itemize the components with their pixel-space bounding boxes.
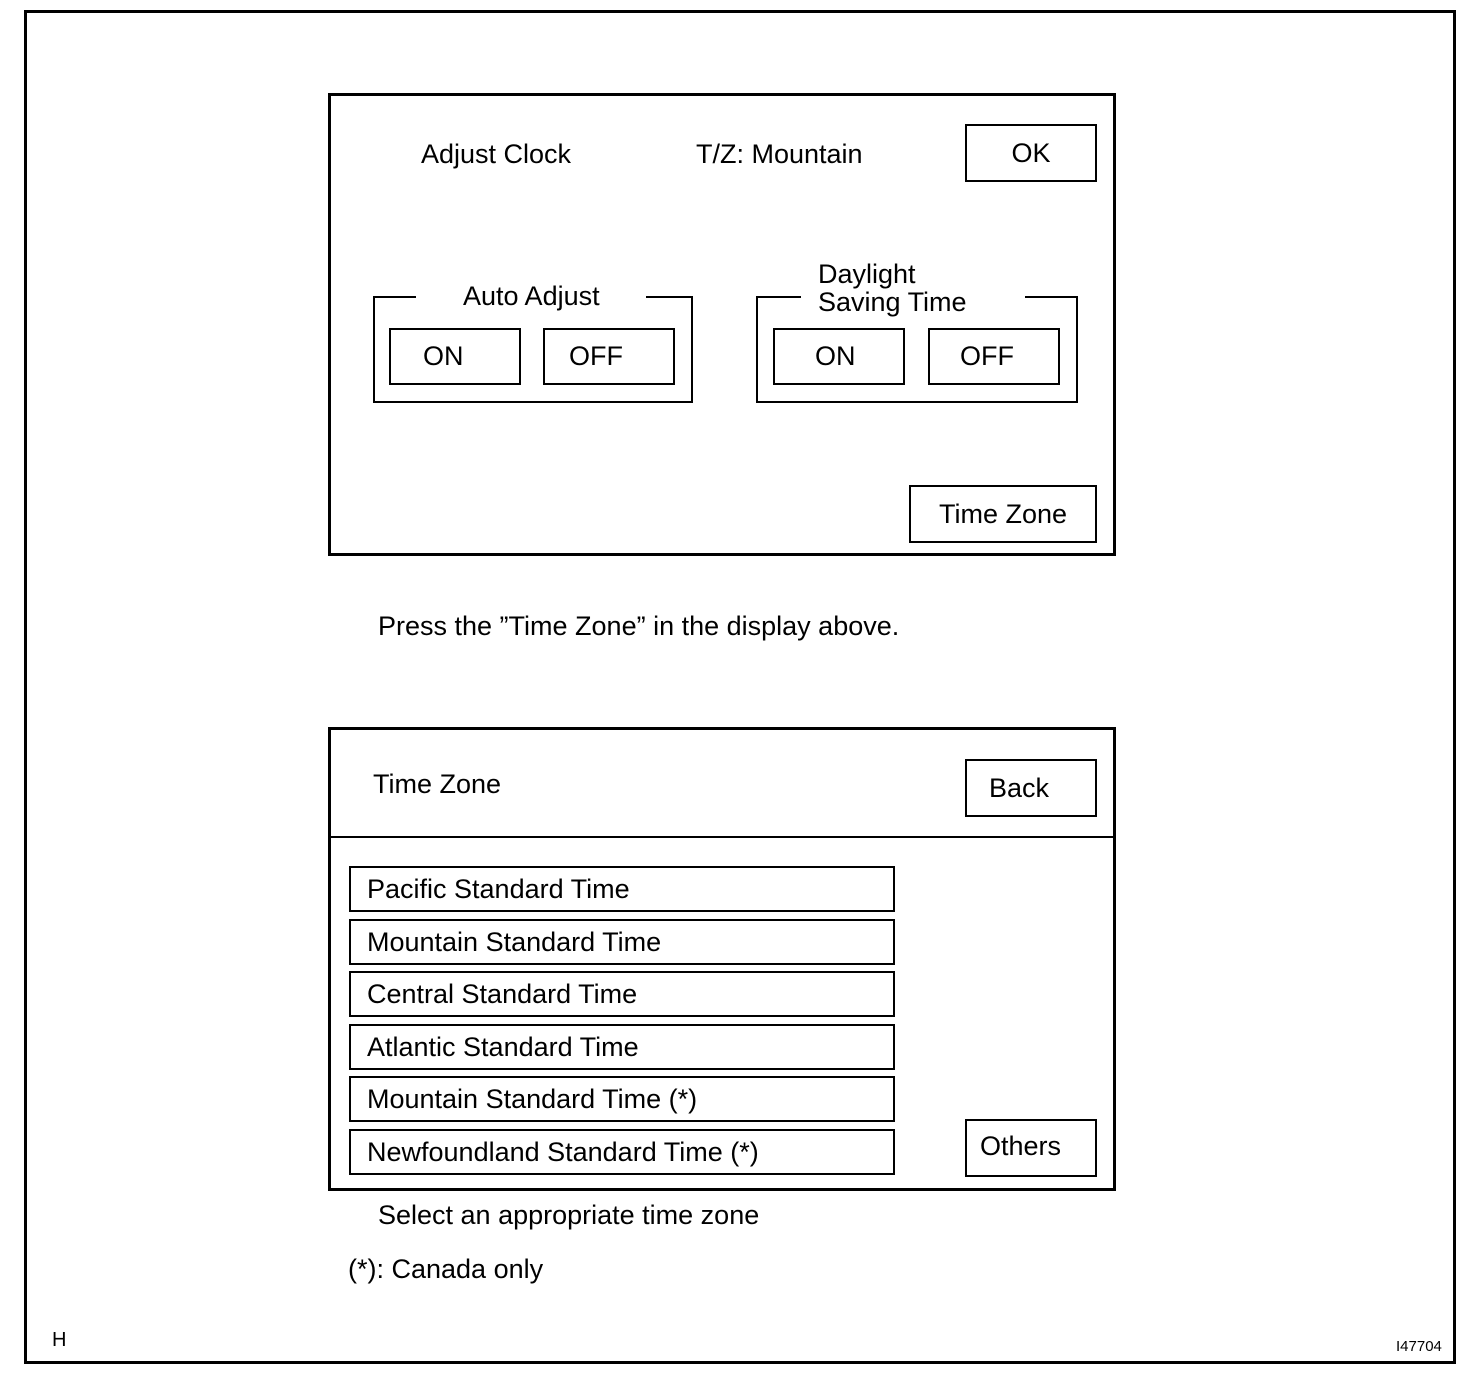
timezone-status: T/Z: Mountain <box>696 139 863 169</box>
footnote-canada-only: (*): Canada only <box>348 1254 544 1284</box>
timezone-item-pacific[interactable]: Pacific Standard Time <box>349 866 895 912</box>
auto-adjust-off-button[interactable]: OFF <box>543 328 675 385</box>
instruction-select-time-zone: Select an appropriate time zone <box>378 1200 760 1230</box>
daylight-saving-on-button[interactable]: ON <box>773 328 905 385</box>
header-divider <box>331 836 1113 838</box>
figure-id: I47704 <box>1396 1338 1442 1355</box>
figure-frame <box>24 10 1456 1364</box>
back-button[interactable]: Back <box>965 759 1097 817</box>
others-button[interactable]: Others <box>965 1119 1097 1177</box>
adjust-clock-screen: Adjust Clock T/Z: Mountain OK Auto Adjus… <box>328 93 1116 556</box>
timezone-item-mountain[interactable]: Mountain Standard Time <box>349 919 895 965</box>
time-zone-screen: Time Zone Back Pacific Standard Time Mou… <box>328 727 1116 1191</box>
auto-adjust-on-button[interactable]: ON <box>389 328 521 385</box>
timezone-item-central[interactable]: Central Standard Time <box>349 971 895 1017</box>
time-zone-button[interactable]: Time Zone <box>909 485 1097 543</box>
timezone-item-newfoundland[interactable]: Newfoundland Standard Time (*) <box>349 1129 895 1175</box>
ok-button[interactable]: OK <box>965 124 1097 182</box>
daylight-saving-off-button[interactable]: OFF <box>928 328 1060 385</box>
timezone-item-atlantic[interactable]: Atlantic Standard Time <box>349 1024 895 1070</box>
timezone-item-mountain-canada[interactable]: Mountain Standard Time (*) <box>349 1076 895 1122</box>
daylight-saving-label: Daylight Saving Time <box>801 260 1025 317</box>
daylight-saving-label-line2: Saving Time <box>818 287 967 318</box>
corner-letter: H <box>52 1329 67 1351</box>
daylight-saving-label-line1: Daylight <box>818 259 916 289</box>
screen-title: Time Zone <box>373 769 502 799</box>
instruction-press-time-zone: Press the ”Time Zone” in the display abo… <box>378 611 900 641</box>
screen-title: Adjust Clock <box>421 139 572 169</box>
auto-adjust-label: Auto Adjust <box>416 282 646 310</box>
